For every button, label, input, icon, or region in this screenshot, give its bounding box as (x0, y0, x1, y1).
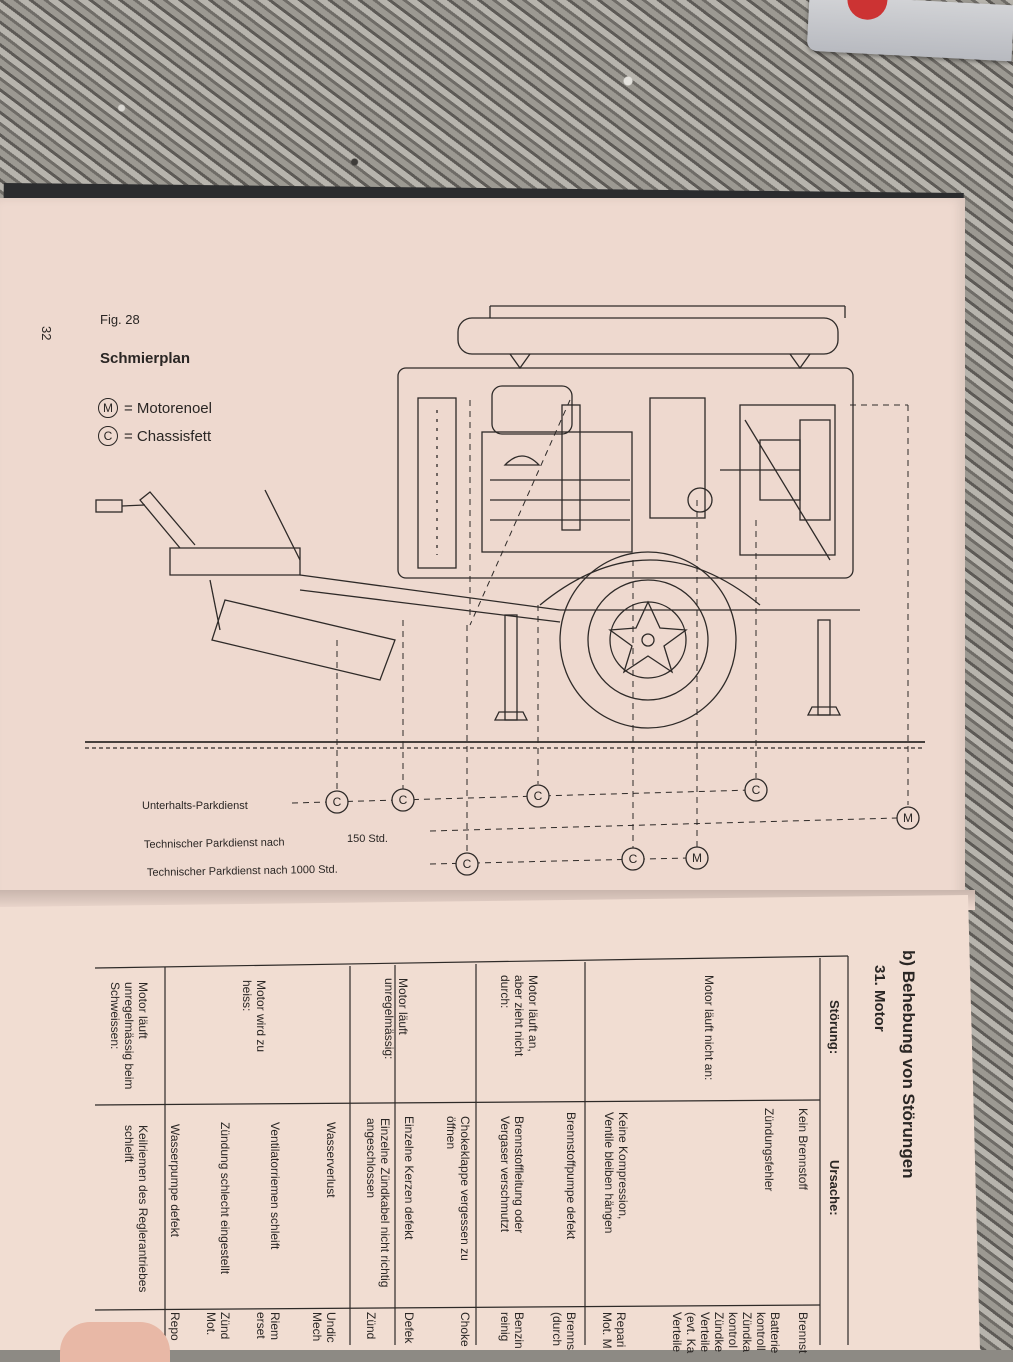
behebung-23: Zünd (218, 1312, 232, 1340)
ursache-wasserverlust: Wasserverlust (324, 1122, 338, 1198)
service-row-1000: Technischer Parkdienst nach 1000 Std. (147, 864, 338, 879)
bottom-page (0, 895, 980, 1350)
behebung-24: Mot. (204, 1312, 218, 1336)
behebung-25: Repo (168, 1312, 182, 1341)
ursache-wasserpumpe: Wasserpumpe defekt (168, 1124, 182, 1237)
legend-text-motorenoel: = Motorenoel (124, 399, 212, 417)
behebung-14: Benzin (512, 1312, 526, 1349)
ursache-zuendung-eingestellt: Zündung schlecht eingestellt (218, 1122, 232, 1275)
finger (60, 1322, 170, 1362)
ursache-zuendkabel: Einzelne Zündkabel nicht richtig angesch… (364, 1118, 392, 1288)
ursache-kein-brennstoff: Kein Brennstoff (796, 1108, 810, 1190)
behebung-1: Brennst (796, 1312, 810, 1354)
behebung-12: Brenns (564, 1312, 578, 1351)
legend-item-chassisfett: C = Chassisfett (98, 426, 212, 446)
behebung-20: Mech (310, 1312, 324, 1342)
marker-m-1 (896, 806, 920, 830)
legend-item-motorenoel: M = Motorenoel (98, 398, 212, 418)
marker-m-1-text: M (903, 811, 913, 825)
service-row-150-hours: 150 Std. (347, 833, 388, 845)
ursache-chokeklappe: Chokeklappe vergessen zu öffnen (444, 1116, 472, 1261)
marker-c-4 (744, 778, 768, 802)
column-header-stoerung: Störung: (827, 1000, 842, 1055)
behebung-8: (evt. Ka (684, 1312, 698, 1354)
column-header-ursache: Ursache: (827, 1160, 842, 1216)
top-page (0, 198, 965, 908)
behebung-22: erset (254, 1312, 268, 1339)
stoerung-motor-laeuft-nicht-an: Motor läuft nicht an: (702, 975, 716, 1081)
behebung-11: Mot. M (600, 1312, 614, 1349)
behebung-17: Defek (402, 1312, 416, 1344)
marker-c-1-text: C (333, 795, 342, 809)
behebung-19: Undic (324, 1312, 338, 1343)
ursache-zuendungsfehler: Zündungsfehler (762, 1108, 776, 1192)
marker-c-1 (325, 790, 349, 814)
behebung-6: Zündke (712, 1312, 726, 1353)
marker-c-6-text: C (629, 852, 638, 866)
marker-c-2 (391, 788, 415, 812)
marker-c-4-text: C (752, 783, 761, 797)
stoerung-unregelmaessig: Motor läuft unregelmässig: (382, 978, 410, 1060)
marker-c-3 (526, 784, 550, 808)
marker-c-6 (621, 847, 645, 871)
behebung-16: Choke (458, 1312, 472, 1347)
behebung-18: Zünd (364, 1312, 378, 1340)
behebung-7: Verteile (698, 1312, 712, 1353)
ursache-ventilatorriemen: Ventilatorriemen schleift (268, 1122, 282, 1250)
behebung-15: reinig (498, 1312, 512, 1342)
ursache-kerzen-defekt: Einzelne Kerzen defekt (402, 1116, 416, 1240)
ursache-keilriemen: Keilriemen des Reglerantriebes schleift (122, 1125, 150, 1293)
service-row-unterhalt: Unterhalts-Parkdienst (142, 800, 248, 812)
stoerung-motor-wird-zu-heiss: Motor wird zu heiss: (240, 980, 268, 1053)
stoerung-schweissen: Motor läuft unregelmässig beim Schweisse… (108, 982, 150, 1090)
motor-oil-symbol: M (98, 398, 118, 418)
behebung-4: Zündka (740, 1312, 754, 1353)
legend-text-chassisfett: = Chassisfett (124, 427, 212, 445)
behebung-3: kontroll (754, 1312, 768, 1351)
stoerung-motor-laeuft-an: Motor läuft an, aber zieht nicht durch: (498, 975, 540, 1057)
generator-housing (397, 367, 854, 579)
marker-c-2-text: C (399, 793, 408, 807)
behebung-9: Verteile (670, 1312, 684, 1353)
fuel-tank (491, 385, 573, 435)
chassis-grease-symbol: C (98, 426, 118, 446)
figure-label: Fig. 28 (100, 312, 140, 327)
behebung-5: kontrol (726, 1312, 740, 1349)
marker-c-5 (455, 852, 479, 876)
roof-tank (457, 317, 839, 355)
behebung-2: Batterie (768, 1312, 782, 1354)
figure-title: Schmierplan (100, 350, 191, 367)
ursache-keine-kompression: Keine Kompression, Ventile bleiben hänge… (602, 1112, 630, 1234)
behebung-10: Repari (614, 1312, 628, 1348)
tool-tube (211, 599, 396, 681)
legend: M = Motorenoel C = Chassisfett (98, 398, 212, 446)
lubrication-diagram: C C C C M C C M Unterhalts-Parkdienst Te… (85, 305, 925, 879)
marker-c-5-text: C (463, 857, 472, 871)
ursache-brennstoffpumpe-defekt: Brennstoffpumpe defekt (564, 1112, 578, 1240)
service-row-150-label: Technischer Parkdienst nach (144, 837, 285, 851)
ursache-brennstoffleitung: Brennstoffleitung oder Vergaser verschmu… (498, 1116, 526, 1234)
behebung-21: Riem (268, 1312, 282, 1341)
marker-m-2-text: M (692, 851, 702, 865)
behebung-13: (durch (550, 1312, 564, 1347)
marker-m-2 (685, 846, 709, 870)
marker-c-3-text: C (534, 789, 543, 803)
wheel (559, 551, 737, 729)
wheel-fender (539, 559, 761, 606)
